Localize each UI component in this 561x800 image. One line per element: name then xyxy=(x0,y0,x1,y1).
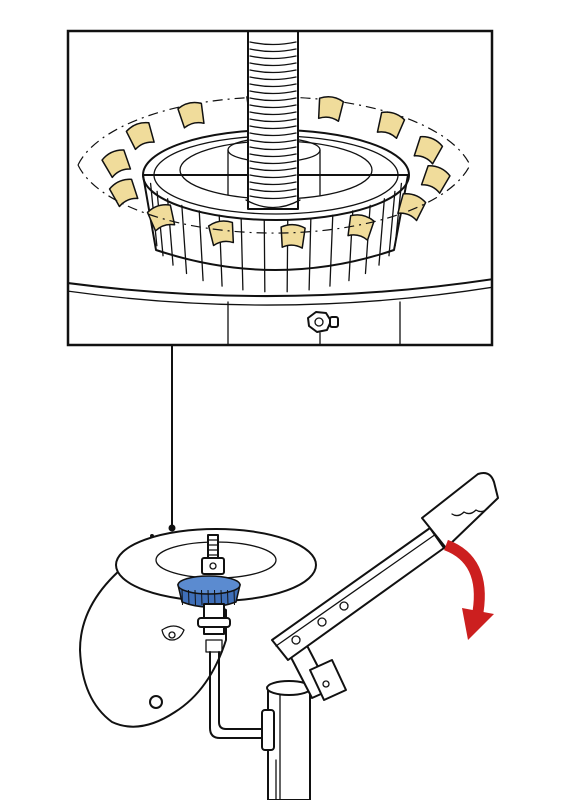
pump-cylinder xyxy=(261,680,312,800)
spindle-thread xyxy=(249,69,297,74)
grip-jaw xyxy=(146,204,176,232)
spindle-thread xyxy=(249,188,297,193)
spindle-thread xyxy=(249,125,297,130)
mounted-clutch-plate xyxy=(177,575,241,608)
plate-rib xyxy=(308,217,312,291)
lever-arm-edge xyxy=(275,533,437,647)
base-plate-edge-lower xyxy=(68,286,492,306)
base-plate-edge xyxy=(68,278,492,298)
plate-rib xyxy=(329,214,334,287)
spindle-thread xyxy=(249,132,297,137)
spindle-thread xyxy=(249,41,297,46)
plate-rib xyxy=(198,210,204,282)
plate-rib xyxy=(240,217,244,291)
wing-bolt xyxy=(168,631,176,639)
spindle-thread xyxy=(249,48,297,53)
grip-jaw xyxy=(125,121,155,151)
mini-plate-rib xyxy=(227,589,229,606)
spindle-thread xyxy=(249,153,297,158)
grip-jaws-front xyxy=(108,165,451,249)
callout-anchor-dot xyxy=(168,524,176,532)
grip-jaw xyxy=(317,96,345,122)
rotation-path-back xyxy=(77,96,471,166)
press-machine xyxy=(79,472,499,800)
clutch-plate-ribs xyxy=(149,182,403,293)
spindle-thread xyxy=(249,160,297,165)
spindle-thread xyxy=(249,62,297,67)
spindle-thread xyxy=(249,83,297,88)
mini-plate-rib xyxy=(220,589,222,606)
spindle-thread xyxy=(249,167,297,172)
plate-rib xyxy=(394,182,403,247)
spindle-thread xyxy=(249,139,297,144)
rotation-path-front xyxy=(77,164,471,234)
spindle-thread xyxy=(249,146,297,151)
lever-pivot-bolt-2 xyxy=(317,617,327,627)
spindle-thread xyxy=(249,111,297,116)
mini-plate-rib xyxy=(181,589,183,606)
wing-hole-lower xyxy=(149,695,163,709)
mini-plate-rib xyxy=(233,589,235,606)
clutch-plate-side xyxy=(142,174,409,271)
spindle-thread xyxy=(249,55,297,60)
hydraulic-pipe-outer xyxy=(209,651,277,739)
coupling xyxy=(197,603,231,653)
mini-plate-rib xyxy=(214,589,216,606)
spindle-thread xyxy=(249,195,297,200)
hand-lever[interactable] xyxy=(271,472,499,661)
grip-jaw xyxy=(347,214,375,241)
spindle-thread xyxy=(249,76,297,81)
hydraulic-pipe-inner xyxy=(218,651,277,730)
wing-bracket xyxy=(161,625,185,641)
threaded-spindle xyxy=(245,31,301,210)
spindle-thread xyxy=(249,104,297,109)
grip-jaw xyxy=(413,135,444,165)
plate-rib xyxy=(378,198,386,266)
plate-rib xyxy=(263,219,266,293)
spindle-thread xyxy=(249,174,297,179)
mini-plate-rib xyxy=(194,589,196,606)
detail-frame xyxy=(66,29,494,347)
detail-view xyxy=(66,29,494,347)
grip-jaw xyxy=(376,111,406,140)
mini-plate-rib xyxy=(201,589,203,606)
grip-jaw xyxy=(177,101,205,129)
grip-jaw xyxy=(280,223,306,249)
grip-jaw xyxy=(420,165,451,194)
spindle-thread xyxy=(249,181,297,186)
plate-rib xyxy=(181,204,188,275)
lever-pivot-bolt-3 xyxy=(339,601,349,611)
grip-jaw xyxy=(101,149,132,179)
lever-grip-ridges xyxy=(451,507,489,517)
table-rivet xyxy=(150,534,154,538)
mounted-spindle xyxy=(201,534,225,575)
mini-plate-rib xyxy=(207,589,209,606)
spindle-thread xyxy=(249,90,297,95)
lever-grip[interactable] xyxy=(421,472,499,549)
mini-plate-rib xyxy=(188,589,190,606)
lever-arm[interactable] xyxy=(271,527,445,661)
hub-side xyxy=(227,149,321,196)
hex-nut xyxy=(307,311,339,345)
spindle-thread xyxy=(249,118,297,123)
plate-rib xyxy=(388,190,396,257)
curved-arrow-down-icon xyxy=(443,539,494,640)
spindle-thread xyxy=(249,97,297,102)
lever-pivot-bolt-1 xyxy=(291,635,301,645)
grip-jaw xyxy=(207,220,235,247)
